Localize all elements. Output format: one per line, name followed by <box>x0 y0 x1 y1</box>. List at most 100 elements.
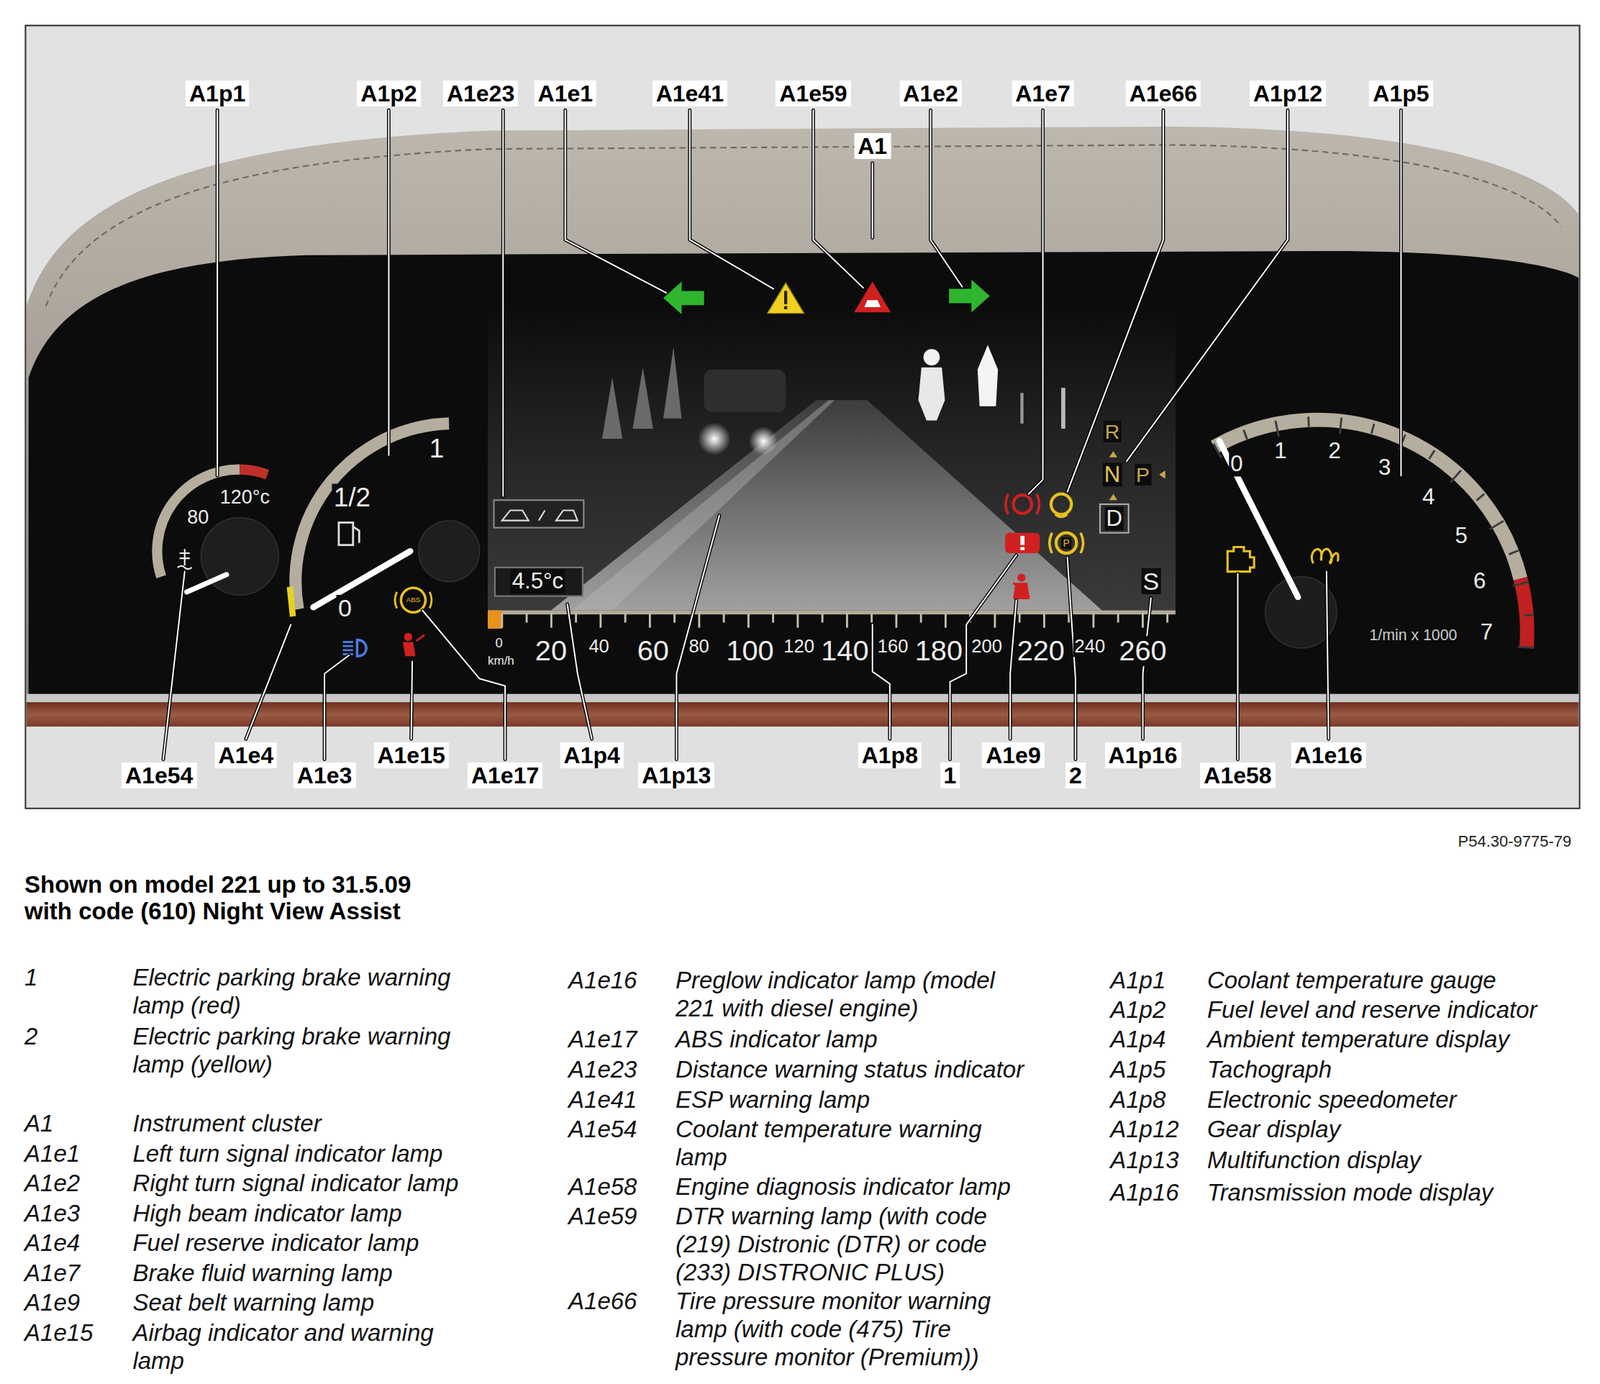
callout-label: A1e15 <box>373 742 449 769</box>
leader-line <box>411 661 413 739</box>
legend-key: A1e3 <box>24 1199 80 1228</box>
gauge-text: 120°c <box>218 486 272 508</box>
legend-key: A1e7 <box>24 1258 80 1288</box>
scale-tick <box>1339 417 1342 435</box>
indicator-lamps <box>404 635 425 656</box>
callout-label: A1e66 <box>1125 80 1201 107</box>
leader-line <box>1126 110 1288 462</box>
scale-tick <box>574 613 577 624</box>
scale-tick <box>500 613 503 629</box>
scale-tick <box>1117 613 1120 624</box>
display-boxes <box>1158 470 1166 479</box>
callout-label: A1e23 <box>443 80 518 107</box>
callout-label: A1e59 <box>775 80 851 107</box>
dashboard-background <box>26 726 1579 808</box>
legend-key: A1p5 <box>1110 1055 1166 1084</box>
legend-description: Tire pressure monitor warning lamp (with… <box>675 1287 1033 1372</box>
leader-line <box>1236 573 1239 759</box>
callout-label: A1e7 <box>1011 80 1075 107</box>
indicator-lamps <box>864 300 881 308</box>
legend-key: A1e54 <box>568 1115 637 1144</box>
night-view-scene <box>551 400 1103 611</box>
leader-line <box>163 110 1401 759</box>
indicator-lamps <box>1005 494 1040 515</box>
scale-tick <box>1512 582 1529 586</box>
leader-line <box>1010 600 1017 739</box>
callout-label: A1e16 <box>1291 742 1367 769</box>
night-view-scene <box>487 306 1176 611</box>
legend-key: A1e16 <box>568 966 637 995</box>
legend-description: ESP warning lamp <box>675 1085 1033 1114</box>
tachometer <box>1213 416 1535 648</box>
callout-label: A1e58 <box>1200 762 1275 789</box>
gauge-text: 5 <box>1453 523 1469 548</box>
scale-tick <box>1450 470 1462 483</box>
legend-key: A1p8 <box>1110 1085 1166 1114</box>
gauge-text: ABS <box>405 595 423 605</box>
indicator-lamps <box>784 306 788 310</box>
gauge-text: 2 <box>1327 438 1343 463</box>
legend-description: Distance warning status indicator <box>675 1055 1033 1084</box>
coolant-gauge <box>177 548 193 570</box>
leader-line <box>502 110 504 496</box>
gauge-text: P <box>1134 463 1152 485</box>
legend-description: Right turn signal indicator lamp <box>132 1169 480 1198</box>
legend-description: Electric parking brake warning lamp (yel… <box>132 1022 480 1079</box>
gauge-text: 7 <box>1479 620 1495 645</box>
leader-line <box>501 110 506 496</box>
indicator-lamps <box>1049 533 1084 554</box>
gauge-text: 100 <box>724 635 775 667</box>
legend-key: A1p16 <box>1110 1178 1179 1207</box>
scale-tick <box>1018 613 1021 624</box>
fuel-gauge <box>289 587 293 617</box>
legend-description: High beam indicator lamp <box>132 1199 480 1228</box>
legend-key: A1p12 <box>1110 1115 1179 1144</box>
leader-line <box>1235 573 1240 759</box>
indicator-lamps <box>1051 494 1072 515</box>
indicator-lamps <box>1012 582 1030 598</box>
legend-key: 2 <box>24 1022 38 1051</box>
gauge-text: 1 <box>428 435 447 464</box>
night-view-scene <box>977 345 998 407</box>
dashboard-background <box>26 126 1579 695</box>
legend-key: A1e15 <box>24 1318 93 1347</box>
leader-line <box>567 604 593 739</box>
legend-description: Instrument cluster <box>132 1109 480 1138</box>
callout-label: A1p1 <box>185 80 249 107</box>
scale-tick <box>944 613 947 629</box>
scale-tick <box>525 613 529 624</box>
scale-tick <box>1275 420 1279 437</box>
leader-line <box>1126 110 1288 462</box>
leader-line <box>1067 557 1076 760</box>
leader-line <box>567 604 593 739</box>
scale-tick <box>697 613 700 629</box>
indicator-lamps <box>1055 514 1068 518</box>
callout-label: 1 <box>940 762 961 789</box>
leader-line <box>870 163 875 239</box>
leader-line <box>216 110 218 476</box>
coolant-gauge <box>187 574 227 593</box>
legend-key: A1e59 <box>568 1202 637 1231</box>
night-view-scene <box>704 369 786 413</box>
leader-line <box>1326 571 1329 740</box>
scale-tick <box>796 613 799 629</box>
tachometer <box>1213 416 1535 649</box>
callout-label: A1e2 <box>899 80 962 107</box>
scale-tick <box>1476 494 1485 501</box>
leader-line <box>411 661 413 739</box>
leader-line <box>689 110 774 289</box>
gauge-text: 3 <box>1376 455 1393 480</box>
legend-description: ABS indicator lamp <box>675 1025 1033 1054</box>
indicator-lamps <box>1012 494 1032 514</box>
fuel-gauge <box>338 522 354 545</box>
leader-line <box>930 110 963 287</box>
leader-line <box>246 624 291 739</box>
speedometer-strip <box>487 610 503 629</box>
dashboard-background <box>25 25 1580 808</box>
scale-tick <box>894 613 898 629</box>
gauge-text: 160 <box>876 636 911 657</box>
gauge-text: 260 <box>1117 635 1168 667</box>
leader-line <box>324 655 349 760</box>
leader-line <box>163 571 185 760</box>
indicator-lamps <box>404 633 413 642</box>
